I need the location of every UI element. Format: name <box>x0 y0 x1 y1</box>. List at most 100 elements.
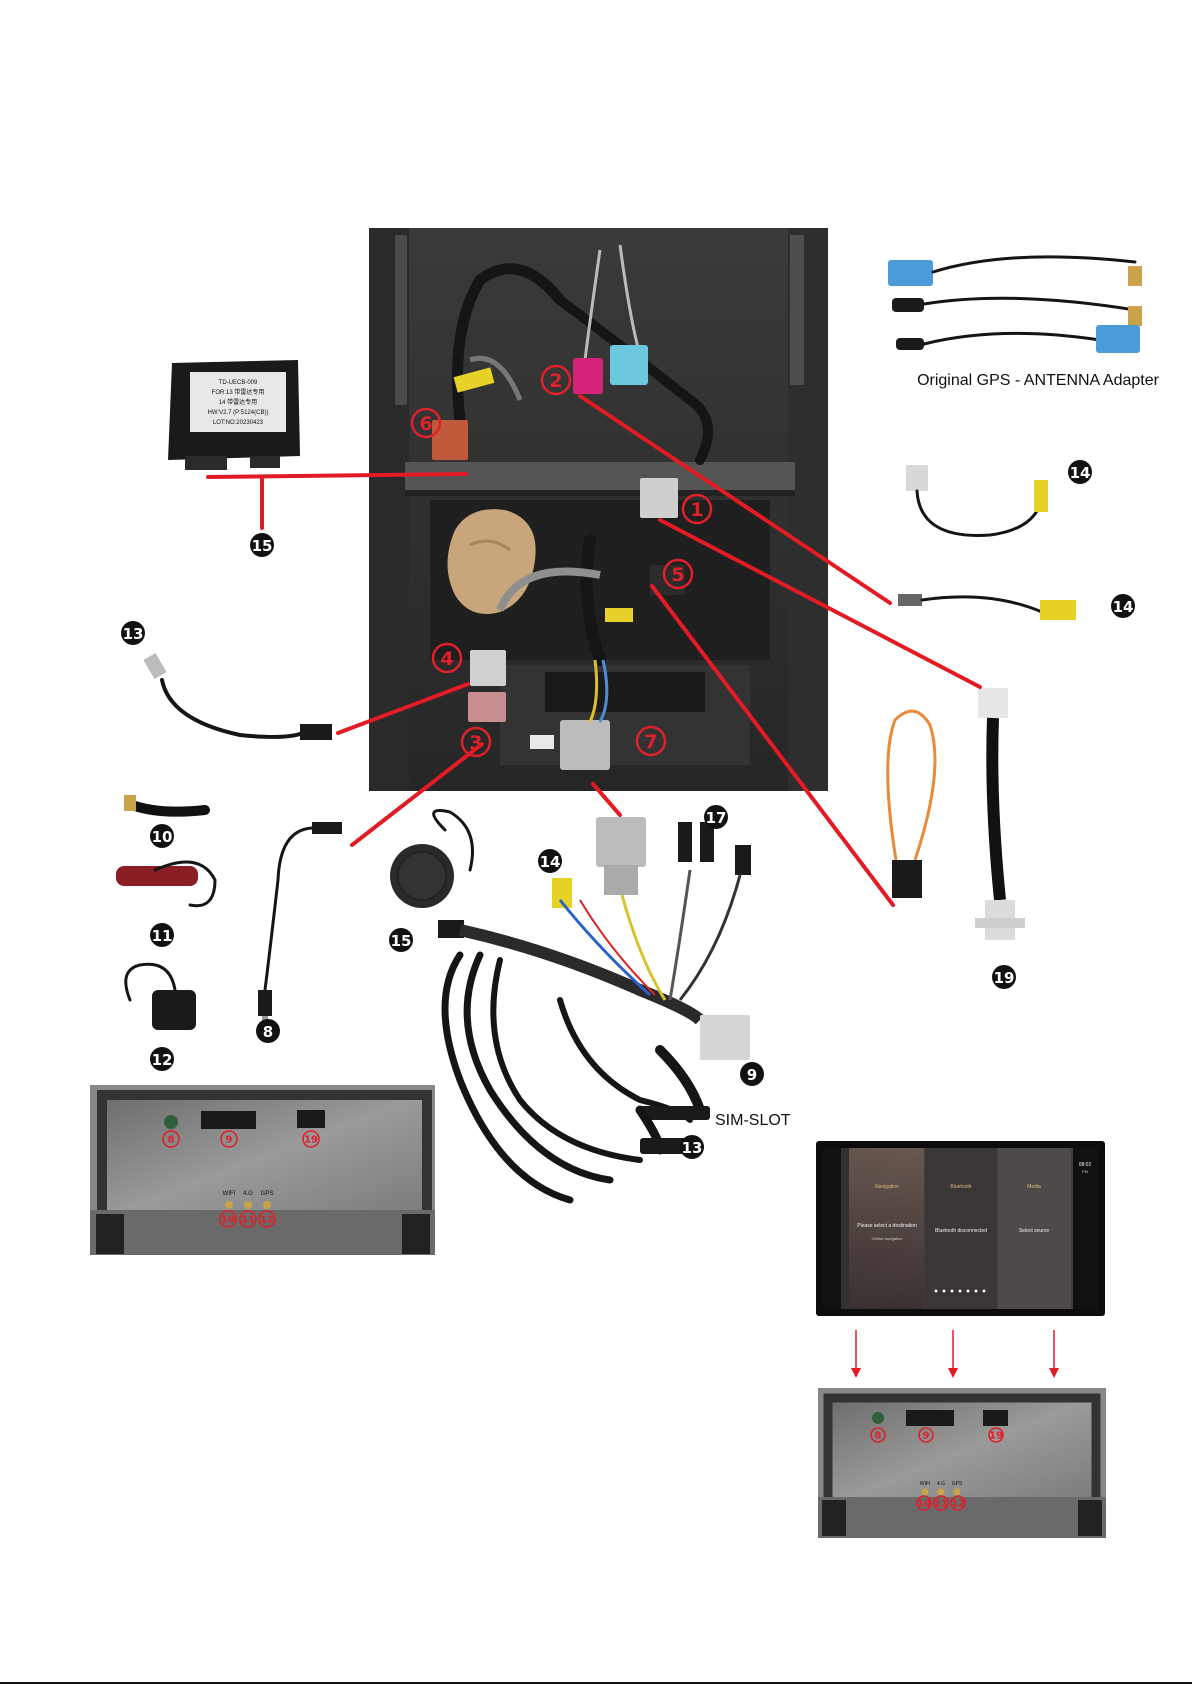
back-panel-left: WIFI 4.G GPS <box>90 1085 435 1255</box>
svg-text:13: 13 <box>682 1139 703 1157</box>
svg-text:Select source: Select source <box>1019 1228 1050 1234</box>
sim-slot-label: SIM-SLOT <box>715 1112 791 1129</box>
badge-5: 5 <box>662 558 694 590</box>
badge-11: 11 <box>150 923 174 947</box>
svg-text:Media: Media <box>1027 1184 1041 1190</box>
svg-text:Navigation: Navigation <box>875 1184 899 1190</box>
svg-text:Bluetooth disconnected: Bluetooth disconnected <box>935 1228 987 1234</box>
svg-text:GPS: GPS <box>261 1191 274 1197</box>
svg-text:10: 10 <box>917 1499 931 1510</box>
badge-17: 17 <box>704 805 728 829</box>
panel-right-badge-10: 10 <box>916 1495 932 1511</box>
badge-15-box: 15 <box>250 533 274 557</box>
svg-text:12: 12 <box>260 1215 274 1226</box>
badge-15-harness: 15 <box>389 928 413 952</box>
rca-cable-upper <box>906 465 1048 537</box>
main-harness <box>390 809 751 1204</box>
svg-text:TD-UECB-009: TD-UECB-009 <box>219 380 258 386</box>
svg-text:8: 8 <box>263 1023 273 1041</box>
svg-text:LOT:NO:20230423: LOT:NO:20230423 <box>213 420 264 426</box>
panel-right-badge-12: 12 <box>950 1495 966 1511</box>
badge-14-lower: 14 <box>1111 594 1135 618</box>
svg-text:14: 14 <box>540 853 561 871</box>
svg-text:HW:V2.7 (P:5124(CB)): HW:V2.7 (P:5124(CB)) <box>208 410 269 416</box>
svg-text:08:02: 08:02 <box>1079 1162 1092 1168</box>
badge-9-harness: 9 <box>740 1062 764 1086</box>
svg-text:4.G: 4.G <box>243 1191 253 1197</box>
svg-text:Please select a destination: Please select a destination <box>857 1223 917 1229</box>
svg-text:Bluetooth: Bluetooth <box>950 1184 971 1190</box>
panel-left-badge-11: 11 <box>239 1210 257 1228</box>
svg-text:13: 13 <box>123 625 144 643</box>
panel-right-badge-19: 19 <box>988 1427 1004 1443</box>
wifi-antenna-10 <box>124 795 210 817</box>
panel-left-badge-9: 9 <box>220 1130 238 1148</box>
harness-19 <box>975 688 1025 940</box>
canbus-module-box: TD-UECB-009 FOR:13 带雷达专用 14 带雷达专用 HW:V2.… <box>168 360 300 470</box>
svg-text:17: 17 <box>706 809 727 827</box>
badge-1: 1 <box>681 493 713 525</box>
svg-text:GPS: GPS <box>952 1481 963 1487</box>
svg-text:2: 2 <box>549 370 562 392</box>
svg-text:9: 9 <box>923 1431 930 1442</box>
svg-text:WIFI: WIFI <box>920 1481 931 1487</box>
svg-text:14: 14 <box>1070 464 1091 482</box>
svg-text:8: 8 <box>875 1431 882 1442</box>
badge-13-left: 13 <box>121 621 145 645</box>
connector-lines <box>206 394 982 907</box>
gps-adapter-label: Original GPS - ANTENNA Adapter <box>917 372 1160 389</box>
badge-14-harness: 14 <box>538 849 562 873</box>
svg-text:11: 11 <box>241 1215 255 1226</box>
fiber-optic-loop <box>886 709 937 898</box>
panel-right-badge-8: 8 <box>870 1427 886 1443</box>
badge-2: 2 <box>540 364 572 396</box>
panel-left-badge-10: 10 <box>219 1210 237 1228</box>
back-panel-right: WIFI 4.G GPS <box>818 1388 1106 1538</box>
svg-text:WIFI: WIFI <box>223 1191 236 1197</box>
svg-text:11: 11 <box>152 927 173 945</box>
badge-19: 19 <box>992 965 1016 989</box>
dashboard-photo <box>369 228 828 791</box>
svg-text:19: 19 <box>994 969 1015 987</box>
panel-left-badge-12: 12 <box>258 1210 276 1228</box>
panel-left-badge-19: 19 <box>302 1130 320 1148</box>
svg-text:1: 1 <box>690 499 703 521</box>
svg-text:PM: PM <box>1082 1169 1088 1174</box>
badge-12: 12 <box>150 1047 174 1071</box>
svg-text:10: 10 <box>152 828 173 846</box>
svg-text:19: 19 <box>989 1431 1003 1442</box>
panel-right-badge-11: 11 <box>933 1495 949 1511</box>
head-unit-screen: Navigation Bluetooth Media Please select… <box>816 1141 1105 1316</box>
badge-13-harness: 13 <box>680 1135 704 1159</box>
badge-14-upper: 14 <box>1068 460 1092 484</box>
usb-cable-13 <box>143 652 332 740</box>
badge-4: 4 <box>431 642 463 674</box>
svg-text:4.G: 4.G <box>937 1481 945 1487</box>
svg-text:12: 12 <box>951 1499 965 1510</box>
badge-6: 6 <box>410 407 442 439</box>
svg-text:14 带雷达专用: 14 带雷达专用 <box>219 398 257 406</box>
svg-text:7: 7 <box>644 731 657 753</box>
badge-7: 7 <box>635 725 667 757</box>
svg-text:4: 4 <box>440 648 453 670</box>
rca-cable-lower <box>898 594 1076 620</box>
svg-text:Online navigation: Online navigation <box>872 1236 903 1241</box>
svg-text:5: 5 <box>671 564 684 586</box>
4g-antenna-11 <box>116 860 217 908</box>
svg-text:14: 14 <box>1113 598 1134 616</box>
radio-antenna-cable-8 <box>258 822 342 1028</box>
svg-text:12: 12 <box>152 1051 173 1069</box>
svg-text:FOR:13 带雷达专用: FOR:13 带雷达专用 <box>212 388 265 396</box>
badge-10: 10 <box>150 824 174 848</box>
svg-text:11: 11 <box>934 1499 948 1510</box>
svg-text:9: 9 <box>226 1135 233 1146</box>
svg-text:6: 6 <box>419 413 432 435</box>
panel-right-badge-9: 9 <box>918 1427 934 1443</box>
svg-text:15: 15 <box>391 932 412 950</box>
badge-8: 8 <box>256 1019 280 1043</box>
gps-antenna-12 <box>124 962 196 1030</box>
svg-text:19: 19 <box>304 1135 318 1146</box>
gps-antenna-adapters: Original GPS - ANTENNA Adapter <box>888 255 1160 389</box>
svg-text:15: 15 <box>252 537 273 555</box>
